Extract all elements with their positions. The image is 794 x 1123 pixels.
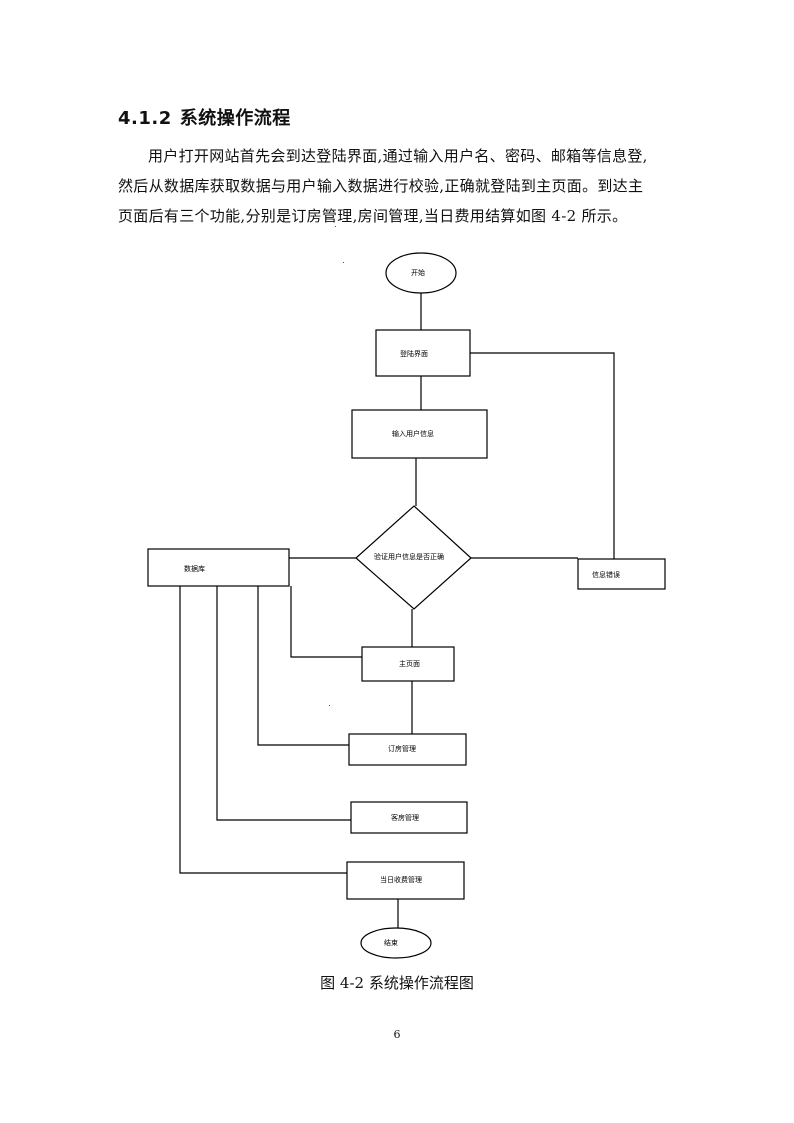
node-daily [346, 861, 465, 900]
node-verify [355, 505, 472, 610]
node-login-label: 登陆界面 [400, 349, 428, 358]
node-booking-label: 订房管理 [388, 744, 416, 753]
scan-dot [343, 262, 344, 263]
node-end [360, 927, 432, 959]
connector-database-booking [257, 586, 349, 746]
connector-database-daily [179, 586, 347, 874]
connector-database-room [216, 586, 351, 821]
page-number: 6 [393, 1028, 401, 1041]
flowchart-connectors [179, 293, 615, 929]
scan-dot [329, 705, 330, 706]
node-main-label: 主页面 [399, 659, 420, 668]
node-end-label: 结束 [384, 938, 398, 947]
node-verify-label: 验证用户信息是否正确 [374, 552, 444, 561]
connector-database-main [290, 586, 362, 658]
scan-dot [335, 226, 336, 227]
node-main [361, 646, 455, 682]
node-booking [348, 733, 467, 766]
node-start-label: 开始 [411, 268, 425, 277]
node-start [385, 252, 457, 294]
connector-login-error [470, 352, 615, 559]
node-error-label: 信息错误 [592, 570, 620, 579]
section-heading: 4.1.2 系统操作流程 [118, 104, 291, 130]
node-input-label: 输入用户信息 [392, 429, 434, 438]
paragraph-line-1: 用户打开网站首先会到达登陆界面,通过输入用户名、密码、邮箱等信息登, [148, 147, 648, 165]
node-input [351, 409, 488, 459]
section-title: 系统操作流程 [179, 108, 291, 129]
node-login [375, 329, 471, 377]
section-number: 4.1.2 [118, 108, 172, 129]
node-room-label: 客房管理 [391, 813, 419, 822]
node-error [577, 558, 666, 590]
paragraph-line-2: 然后从数据库获取数据与用户输入数据进行校验,正确就登陆到主页面。到达主 [118, 177, 644, 195]
node-database-label: 数据库 [184, 564, 205, 573]
node-database [147, 548, 290, 587]
figure-caption: 图 4-2 系统操作流程图 [320, 974, 474, 992]
node-room [350, 801, 468, 834]
node-daily-label: 当日收费管理 [380, 875, 422, 884]
paragraph-line-3: 页面后有三个功能,分别是订房管理,房间管理,当日费用结算如图 4-2 所示。 [118, 207, 628, 225]
